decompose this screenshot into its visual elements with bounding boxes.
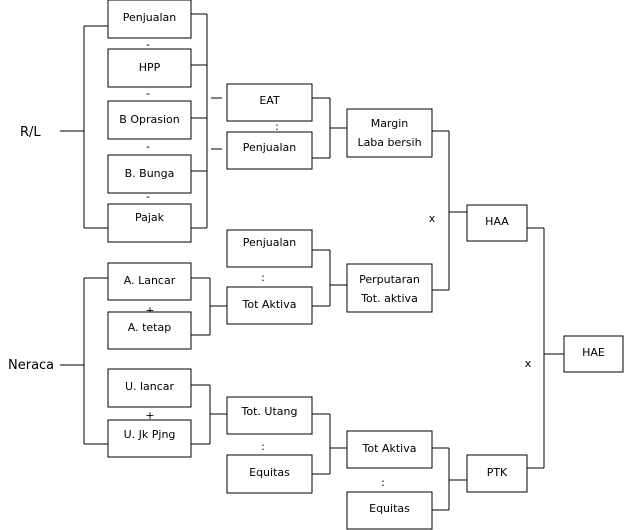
tot-utang-box: Tot. Utang bbox=[226, 396, 313, 435]
svg-text:Margin: Margin bbox=[371, 117, 409, 130]
svg-text:Penjualan: Penjualan bbox=[243, 141, 297, 154]
svg-text:B Oprasion: B Oprasion bbox=[119, 113, 179, 126]
minus-operator: - bbox=[146, 190, 150, 203]
svg-text:Tot. Utang: Tot. Utang bbox=[241, 405, 298, 418]
minus-operator: - bbox=[146, 140, 150, 153]
svg-text:U. Jk Pjng: U. Jk Pjng bbox=[124, 428, 176, 441]
penjualan-box: Penjualan bbox=[226, 229, 313, 268]
multiply-operator: x bbox=[525, 357, 532, 370]
ptk-box: PTK bbox=[466, 454, 528, 493]
svg-text:PTK: PTK bbox=[487, 466, 508, 479]
eat-box: EAT bbox=[226, 83, 313, 122]
tot-aktiva-box: Tot Aktiva bbox=[346, 430, 433, 469]
svg-text:Tot Aktiva: Tot Aktiva bbox=[362, 442, 417, 455]
a-lancar-box: A. Lancar bbox=[107, 262, 192, 301]
divide-operator: : bbox=[381, 476, 385, 489]
equitas-box: Equitas bbox=[346, 491, 433, 530]
penjualan-box: Penjualan bbox=[226, 131, 313, 170]
divide-operator: : bbox=[261, 440, 265, 453]
margin-laba-bersih-box: Margin Laba bersih bbox=[346, 108, 433, 158]
multiply-operator: x bbox=[429, 212, 436, 225]
plus-operator: + bbox=[145, 409, 154, 422]
svg-text:Pajak: Pajak bbox=[135, 211, 165, 224]
svg-text:A. Lancar: A. Lancar bbox=[124, 274, 176, 287]
svg-text:HAA: HAA bbox=[485, 215, 509, 228]
svg-text:Perputaran: Perputaran bbox=[359, 273, 420, 286]
svg-text:Equitas: Equitas bbox=[249, 466, 290, 479]
equitas-box: Equitas bbox=[226, 454, 313, 494]
neraca-label: Neraca bbox=[8, 358, 54, 373]
rl-label: R/L bbox=[20, 125, 41, 140]
svg-text:U. lancar: U. lancar bbox=[125, 380, 175, 393]
u-jk-pjng-box: U. Jk Pjng bbox=[107, 419, 192, 458]
pajak-box: Pajak bbox=[107, 203, 192, 243]
svg-text:Tot. aktiva: Tot. aktiva bbox=[360, 292, 418, 305]
hpp-box: HPP bbox=[107, 48, 192, 88]
svg-text:B. Bunga: B. Bunga bbox=[125, 167, 175, 180]
haa-box: HAA bbox=[466, 204, 528, 242]
penjualan-box: Penjualan bbox=[107, 0, 192, 39]
minus-operator: - bbox=[146, 38, 150, 51]
svg-text:EAT: EAT bbox=[259, 94, 280, 107]
svg-text:A. tetap: A. tetap bbox=[128, 321, 171, 334]
u-lancar-box: U. lancar bbox=[107, 368, 192, 408]
svg-text:Tot Aktiva: Tot Aktiva bbox=[242, 298, 297, 311]
b-oprasion-box: B Oprasion bbox=[107, 100, 192, 140]
plus-operator: + bbox=[145, 304, 154, 317]
tot-aktiva-box: Tot Aktiva bbox=[226, 286, 313, 325]
hae-box: HAE bbox=[563, 335, 624, 373]
svg-text:Penjualan: Penjualan bbox=[243, 236, 297, 249]
divide-operator: : bbox=[275, 120, 279, 133]
svg-text:HPP: HPP bbox=[139, 61, 161, 74]
divide-operator: : bbox=[261, 271, 265, 284]
svg-text:HAE: HAE bbox=[582, 346, 605, 359]
svg-text:Equitas: Equitas bbox=[369, 502, 410, 515]
a-tetap-box: A. tetap bbox=[107, 311, 192, 350]
svg-text:Laba bersih: Laba bersih bbox=[357, 136, 421, 149]
connectors bbox=[60, 13, 564, 511]
perputaran-tot-aktiva-box: Perputaran Tot. aktiva bbox=[346, 263, 433, 313]
svg-text:Penjualan: Penjualan bbox=[123, 11, 177, 24]
b-bunga-box: B. Bunga bbox=[107, 154, 192, 194]
minus-operator: - bbox=[146, 87, 150, 100]
